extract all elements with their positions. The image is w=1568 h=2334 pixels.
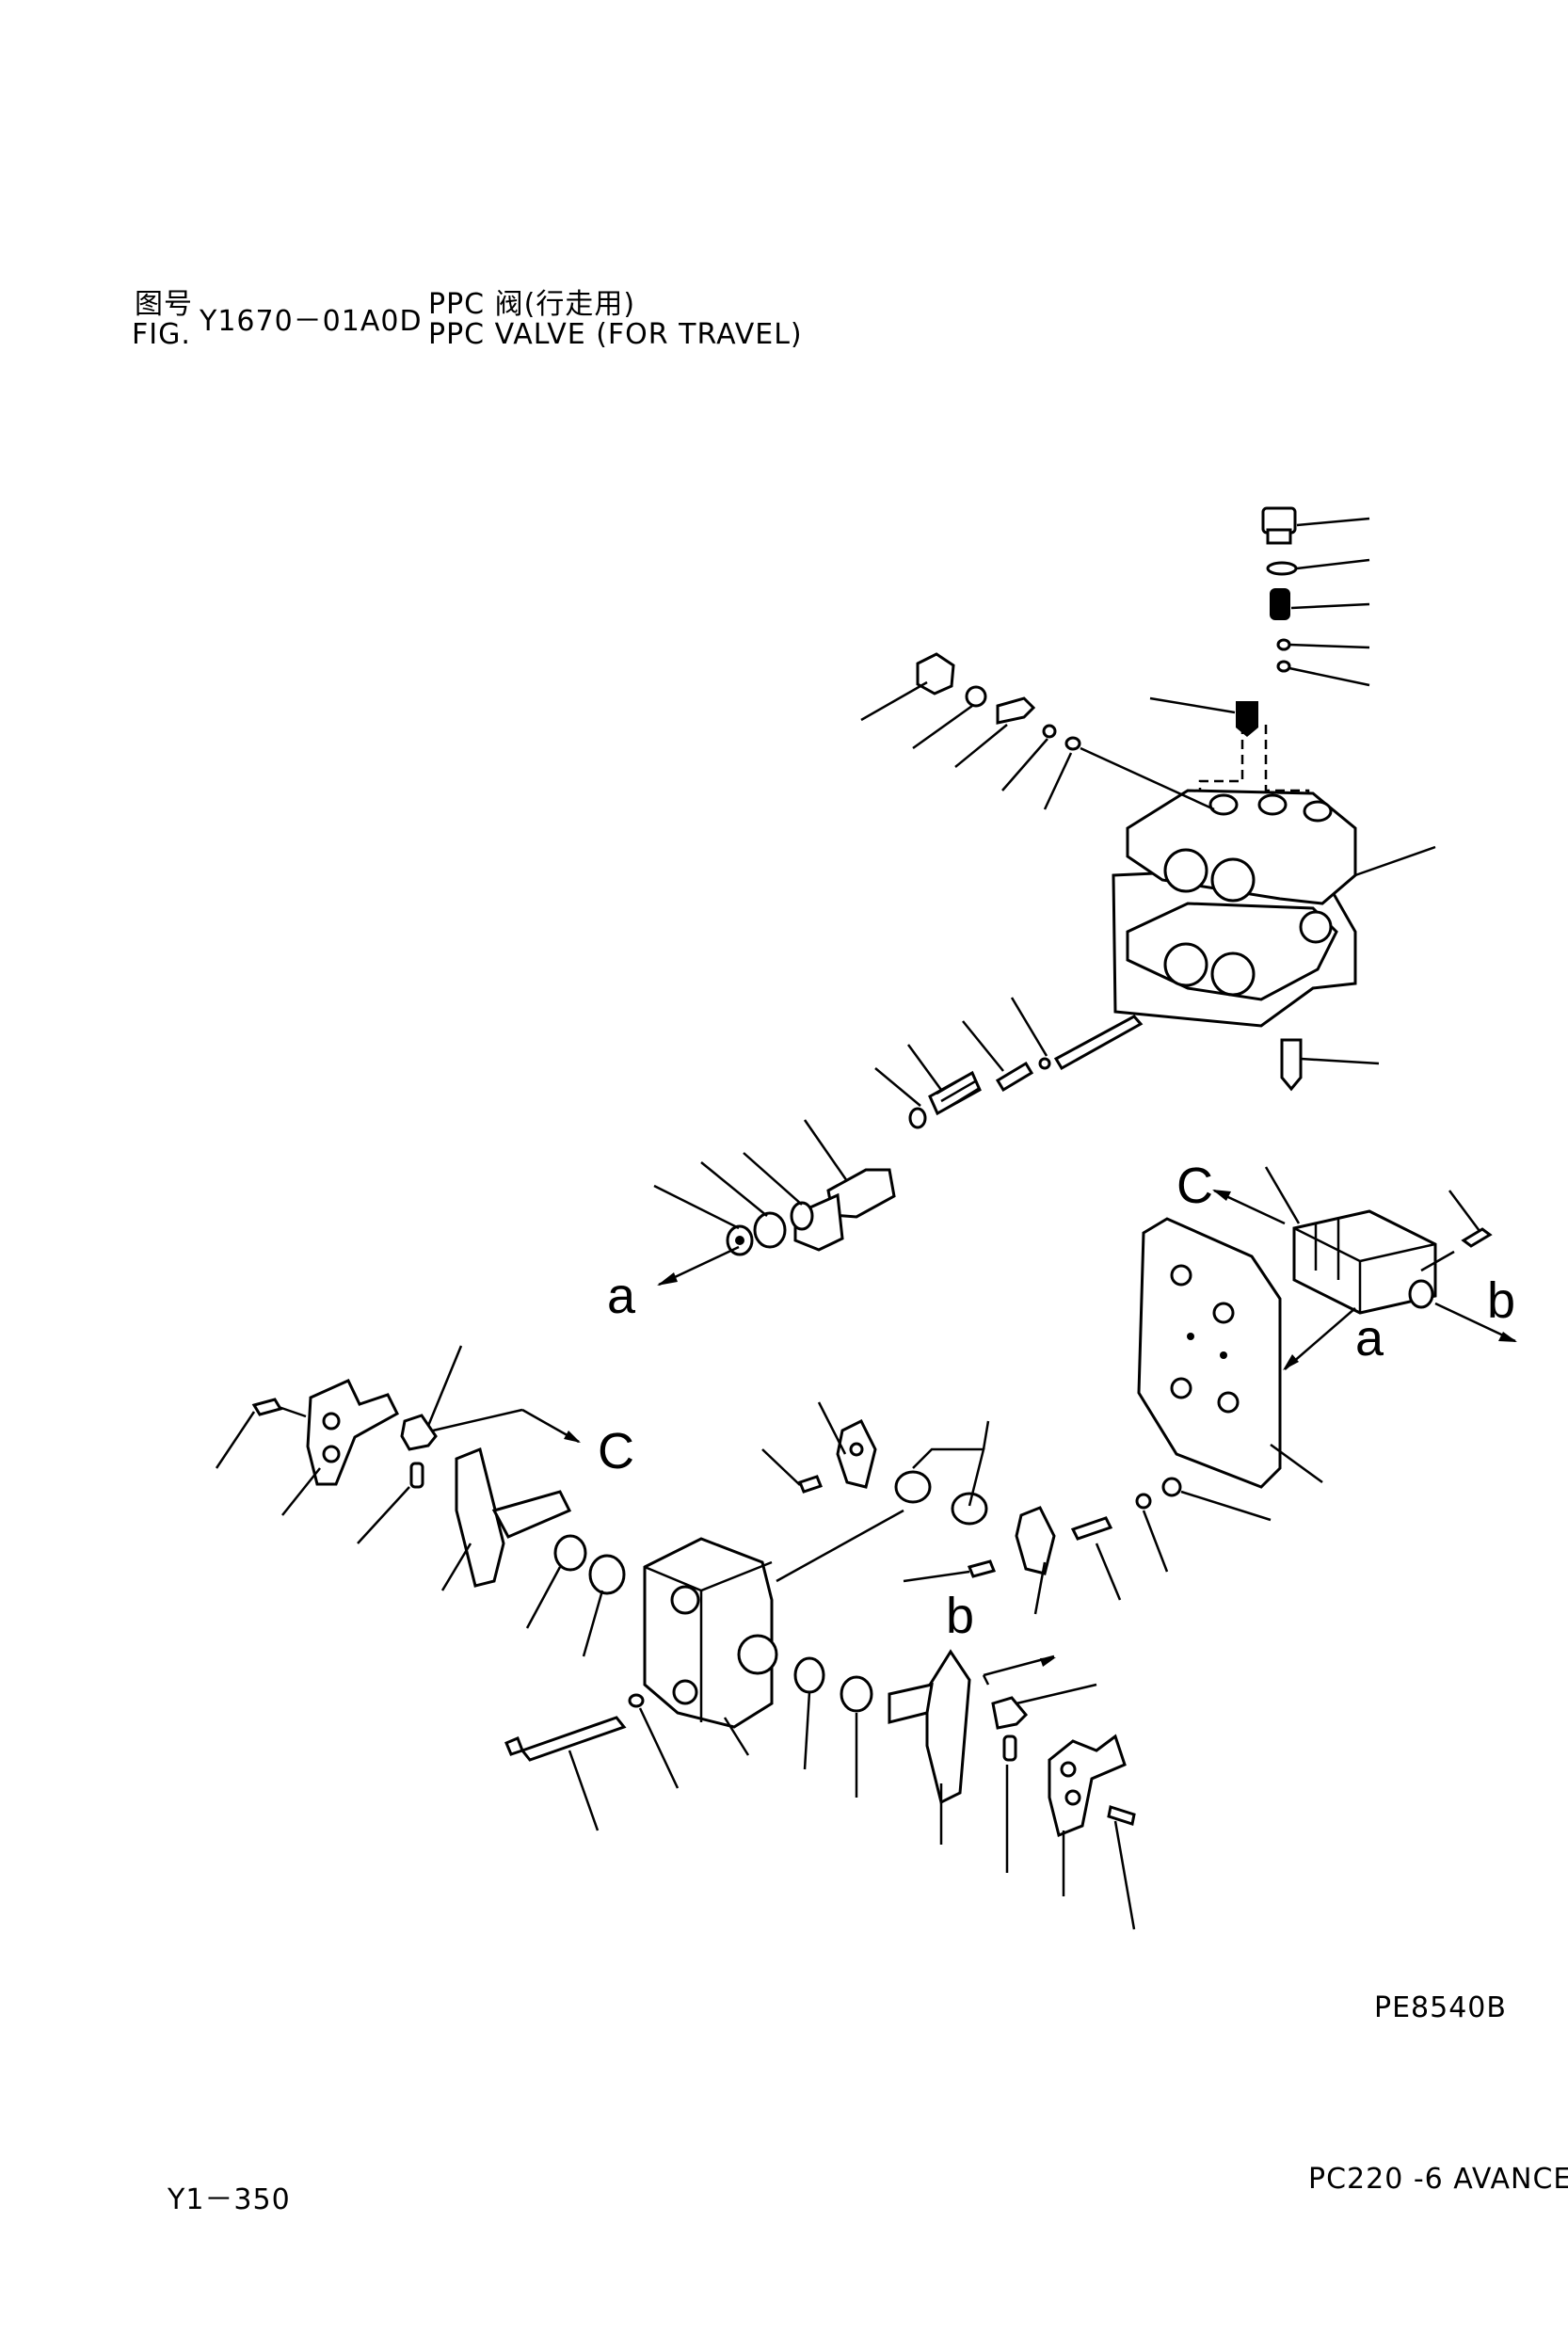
middle-lever-group [761, 1401, 1272, 1615]
callout-a-left: a [607, 1268, 636, 1324]
figure-label-en: FIG. [132, 318, 191, 351]
center-housing [504, 1509, 904, 1831]
callout-c-left: C [598, 1423, 634, 1479]
drawing-code: PE8540B [1374, 1991, 1507, 2024]
model-name: PC220 -6 AVANCE [1308, 2163, 1568, 2196]
callout-b-bottom: b [946, 1588, 975, 1644]
upper-plug-group [860, 652, 1215, 811]
callout-b-right: b [1487, 1272, 1516, 1329]
callout-a-right: a [1355, 1310, 1384, 1367]
title-en: PPC VALVE (FOR TRAVEL) [428, 318, 803, 351]
figure-number: Y1670－01A0D [200, 305, 423, 338]
page-number: Y1－350 [168, 2183, 291, 2216]
bottom-lever-group [793, 1649, 1136, 1930]
figure-label-cn: 图号 [135, 288, 193, 321]
callout-c-top: C [1176, 1158, 1213, 1214]
plate-and-block [1137, 1166, 1517, 1489]
valve-body [1112, 506, 1436, 1092]
left-lever-group [215, 1345, 626, 1657]
title-cn: PPC 阀(行走用) [428, 288, 636, 321]
spool-spring-stack [653, 997, 1144, 1287]
